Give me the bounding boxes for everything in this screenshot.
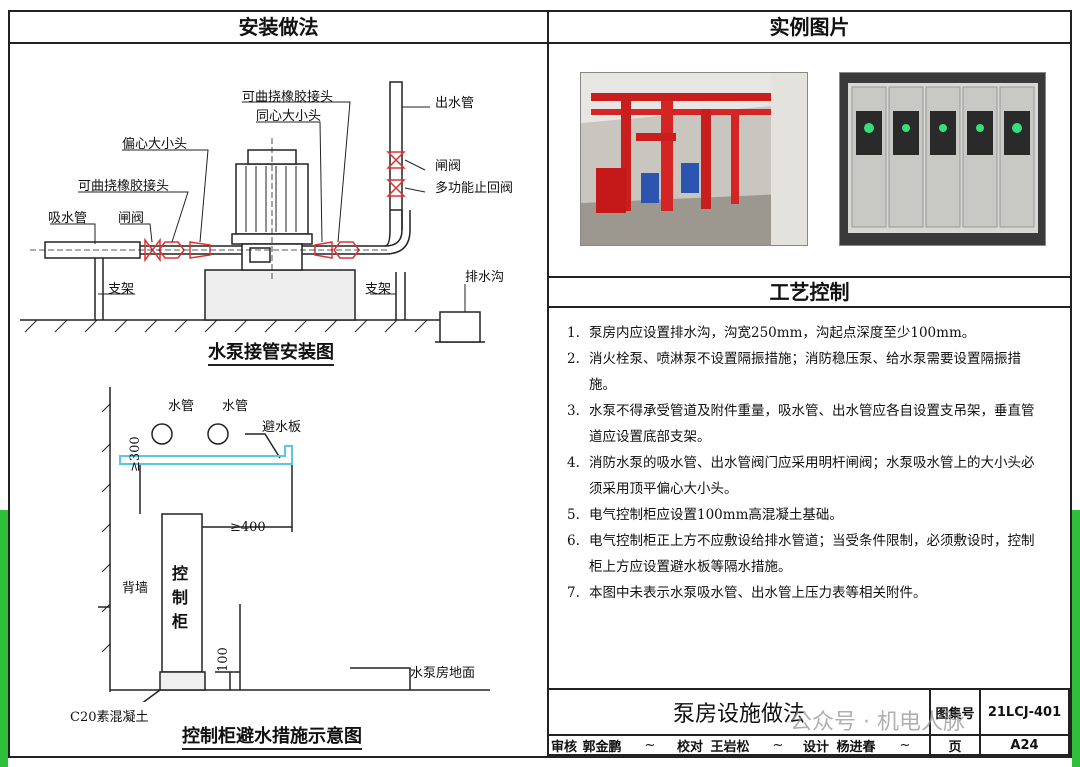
page-label: 页 — [948, 739, 962, 755]
review-label: 审核 — [550, 739, 577, 755]
label-support-left: 支架 — [108, 282, 135, 297]
pump-diagram-title: 水泵接管安装图 — [208, 338, 334, 366]
photos-header: 实例图片 — [769, 15, 850, 39]
process-bottom-divider — [549, 306, 1070, 308]
label-dim-300: ≥300 — [128, 436, 143, 472]
note-item: 4.消防水泵的吸水管、出水管阀门应采用明杆闸阀；水泵吸水管上的大小头必须采用顶平… — [567, 455, 1035, 497]
label-gate-valve-left: 闸阀 — [118, 211, 145, 226]
note-item: 6.电气控制柜正上方不应敷设给排水管道；当受条件限制，必须敷设时，控制柜上方应设… — [567, 533, 1035, 575]
designer-name: 杨进春 — [836, 739, 876, 755]
label-flex-joint-top: 可曲挠橡胶接头 — [242, 90, 334, 105]
process-notes: 1.泵房内应设置排水沟，沟宽250mm，沟起点深度至少100mm。 2.消火栓泵… — [567, 320, 1037, 606]
label-back-wall: 背墙 — [122, 581, 149, 596]
center-divider — [547, 12, 549, 688]
page-number: A24 — [1010, 737, 1039, 753]
cabinet-diagram-title: 控制柜避水措施示意图 — [182, 722, 362, 750]
label-floor: 水泵房地面 — [410, 666, 476, 681]
reviewer-name: 郭金鹏 — [582, 739, 622, 755]
pump-room-photo — [580, 72, 808, 246]
pump-installation-drawing — [20, 81, 485, 343]
note-item: 7.本图中未表示水泵吸水管、出水管上压力表等相关附件。 — [567, 585, 927, 601]
drawing-title: 泵房设施做法 — [672, 702, 805, 727]
drawing-sheet: 安装做法 实例图片 — [8, 10, 1072, 758]
watermark: 公众号 · 机电人脉 — [790, 710, 965, 735]
atlas-number: 21LCJ-401 — [987, 704, 1062, 720]
label-dim-400: ≥400 — [230, 520, 266, 535]
check-label: 校对 — [676, 739, 703, 755]
checker-signature: ~ — [772, 737, 784, 753]
label-support-right: 支架 — [365, 282, 392, 297]
background-strip-left — [0, 510, 8, 767]
label-water-pipe-1: 水管 — [168, 399, 195, 414]
process-top-divider — [549, 276, 1070, 278]
process-header: 工艺控制 — [769, 280, 850, 304]
label-dim-100: 100 — [216, 647, 231, 672]
design-label: 设计 — [802, 739, 829, 755]
label-check-valve: 多功能止回阀 — [435, 181, 514, 196]
cabinet-shield-drawing — [98, 387, 490, 702]
checker-name: 王岩松 — [710, 739, 750, 755]
note-item: 2.消火栓泵、喷淋泵不设置隔振措施；消防稳压泵、给水泵需要设置隔振措施。 — [567, 351, 1021, 393]
label-gate-valve-right: 闸阀 — [435, 159, 462, 174]
install-header: 安装做法 — [238, 15, 319, 39]
label-flex-joint-left: 可曲挠橡胶接头 — [78, 179, 170, 194]
note-item: 5.电气控制柜应设置100mm高混凝土基础。 — [567, 507, 843, 523]
note-item: 1.泵房内应设置排水沟，沟宽250mm，沟起点深度至少100mm。 — [567, 325, 976, 341]
label-drain-trench: 排水沟 — [465, 270, 505, 285]
control-cabinet-photo — [839, 72, 1046, 246]
reviewer-signature: ~ — [644, 737, 656, 753]
label-suction-pipe: 吸水管 — [48, 211, 88, 226]
note-item: 3.水泵不得承受管道及附件重量，吸水管、出水管应各自设置支吊架，垂直管道应设置底… — [567, 403, 1035, 445]
label-outlet-pipe: 出水管 — [435, 96, 475, 111]
label-concentric-reducer: 同心大小头 — [256, 109, 322, 124]
label-concrete: C20素混凝土 — [70, 710, 149, 725]
atlas-label: 图集号 — [935, 706, 975, 722]
title-block: 泵房设施做法 图集号 21LCJ-401 审核 郭金鹏 ~ 校对 王岩松 ~ 设… — [547, 688, 1070, 756]
label-shield-plate: 避水板 — [262, 420, 302, 435]
background-strip-right — [1072, 510, 1080, 767]
label-water-pipe-2: 水管 — [222, 399, 249, 414]
label-eccentric-reducer: 偏心大小头 — [122, 137, 188, 152]
header-divider — [10, 42, 1070, 44]
label-cabinet: 控制柜 — [172, 564, 189, 631]
designer-signature: ~ — [899, 737, 911, 753]
